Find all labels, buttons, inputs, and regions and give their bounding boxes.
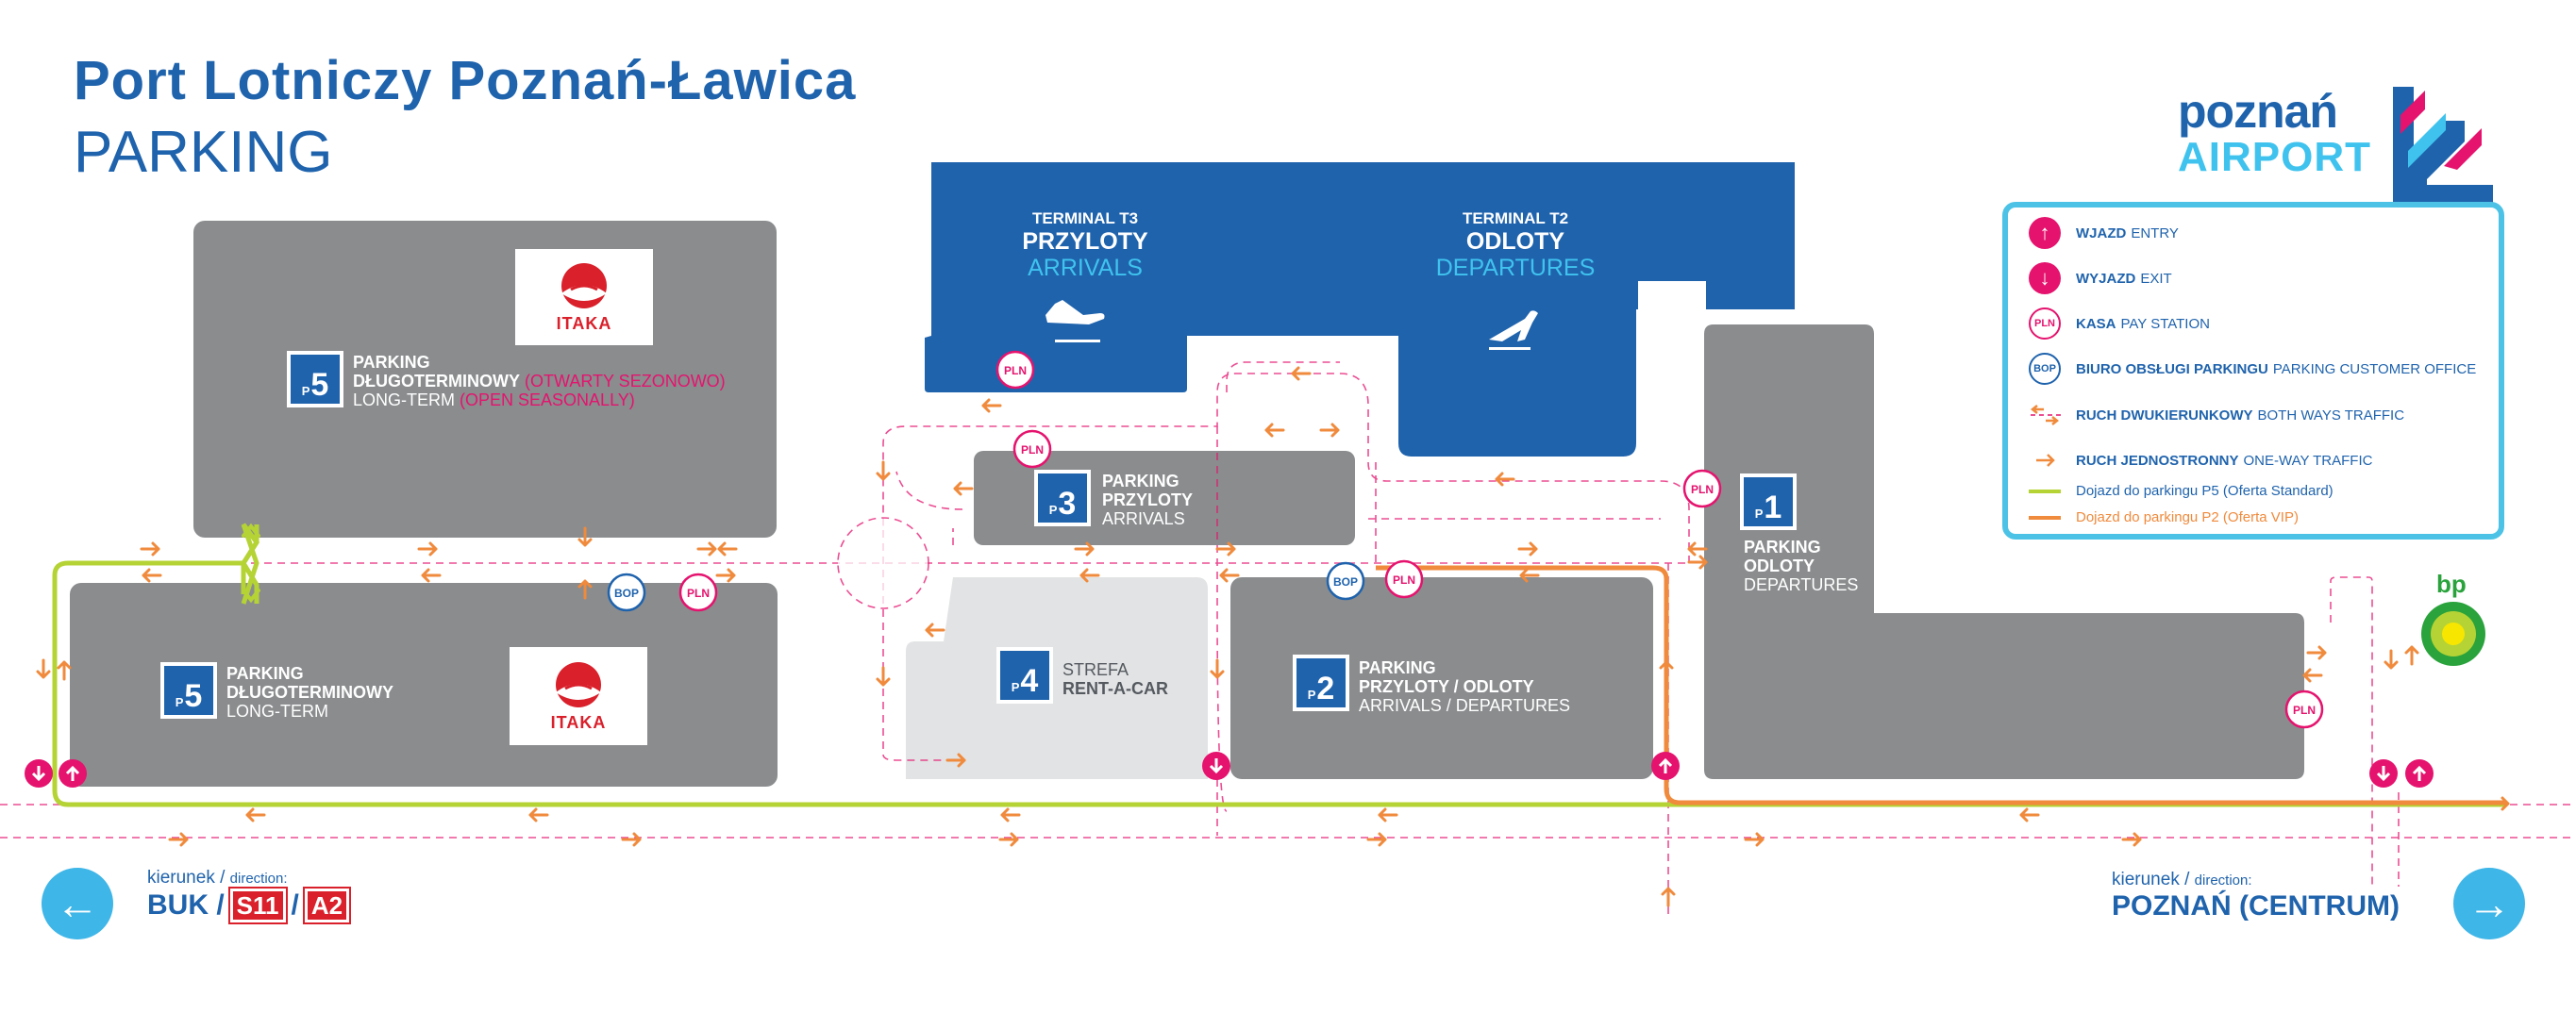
terminal-t2-pl: ODLOTY [1465, 228, 1565, 255]
green-line-icon [2029, 489, 2061, 493]
route-p2-vip [1376, 565, 2505, 806]
pay-stations: PLN PLN PLN PLN PLN PLN BOP BOP [607, 350, 2324, 729]
orange-line-icon [2029, 515, 2061, 520]
bop-badge: BOP [1333, 575, 1358, 589]
one-way-arrow-icon [2036, 454, 2055, 467]
lot-p2 [1230, 577, 1653, 779]
legend-p5-route: Dojazd do parkingu P5 (Oferta Standard) [2029, 483, 2333, 499]
one-way-arrows [36, 366, 2510, 907]
bp-label: bp [2436, 570, 2467, 598]
plane-takeoff-icon [1489, 310, 1538, 350]
p2-label: PARKING PRZYLOTY / ODLOTY ARRIVALS / DEP… [1359, 658, 1571, 715]
logo-word-poznan: poznań [2178, 85, 2338, 138]
bop-badge: BOP [614, 587, 639, 600]
terminal-building [925, 162, 1795, 457]
page-title: Port Lotniczy Poznań-Ławica [74, 50, 857, 111]
itaka-text: ITAKA [550, 712, 607, 732]
entry-exit-markers [25, 752, 2434, 788]
bp-logo [2421, 602, 2485, 666]
direction-left-icon: ← [42, 868, 113, 939]
itaka-mark [556, 661, 601, 707]
airport-logo: poznań AIRPORT [2178, 87, 2371, 179]
pln-badge: PLN [1021, 443, 1044, 457]
direction-poznan: kierunek / direction: POZNAŃ (CENTRUM) [2112, 870, 2400, 922]
itaka-text: ITAKA [556, 313, 612, 333]
route-p5-standard [52, 523, 2505, 807]
itaka-logo: ITAKA [515, 249, 653, 345]
direction-buk-text: BUK / [147, 889, 225, 921]
pln-badge: PLN [1004, 364, 1027, 377]
terminal-t2-en: DEPARTURES [1435, 255, 1596, 281]
p4-label: STREFA RENT-A-CAR [1062, 660, 1168, 698]
arrow-down-icon: ↓ [2029, 262, 2061, 294]
p5-top-label: PARKING DŁUGOTERMINOWY (OTWARTY SEZONOWO… [353, 353, 726, 409]
plane-landing-icon [1045, 300, 1105, 342]
terminal-t3-name: TERMINAL T3 [1031, 209, 1139, 227]
bop-icon: BOP [2029, 353, 2061, 385]
lot-p1 [1704, 324, 2304, 779]
pln-badge: PLN [1393, 573, 1415, 587]
p5-bottom-label: PARKING DŁUGOTERMINOWY LONG-TERM [226, 664, 393, 721]
itaka-logo: ITAKA [510, 647, 647, 745]
legend-p2-route: Dojazd do parkingu P2 (Oferta VIP) [2029, 509, 2299, 525]
pln-icon: PLN [2029, 307, 2061, 340]
roundabout [837, 517, 929, 609]
airport-logo-mark [2393, 87, 2493, 206]
arrow-up-icon: ↑ [2029, 217, 2061, 249]
p1-label: PARKING ODLOTY DEPARTURES [1744, 538, 1859, 594]
pln-badge: PLN [2293, 704, 2316, 717]
lot-p4 [906, 577, 1208, 779]
terminal-t2-name: TERMINAL T2 [1462, 209, 1569, 227]
itaka-mark [561, 262, 607, 308]
two-way-arrow-icon [2030, 405, 2061, 425]
page-subtitle: PARKING [74, 120, 333, 185]
pln-badge: PLN [1691, 483, 1714, 496]
terminal-t3-en: ARRIVALS [1028, 255, 1143, 281]
terminal-t3: TERMINAL T3 PRZYLOTY ARRIVALS [981, 209, 1189, 281]
direction-buk: kierunek / direction: BUK / S11 / A2 [147, 868, 355, 924]
terminal-t3-pl: PRZYLOTY [1022, 228, 1148, 255]
road-badge-s11: S11 [227, 887, 288, 924]
road-badge-a2: A2 [302, 887, 352, 924]
logo-word-airport: AIRPORT [2178, 134, 2371, 180]
pln-badge: PLN [687, 587, 710, 600]
direction-poznan-text: POZNAŃ (CENTRUM) [2112, 890, 2400, 922]
p3-label: PARKING PRZYLOTY ARRIVALS [1102, 472, 1194, 528]
terminal-t2: TERMINAL T2 ODLOTY DEPARTURES [1402, 209, 1629, 281]
direction-right-icon: → [2453, 868, 2525, 939]
